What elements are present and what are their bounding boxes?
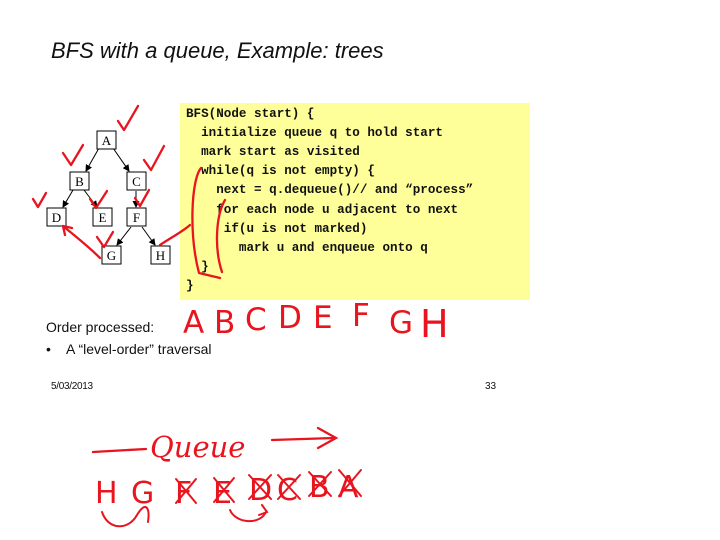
- code-line: initialize queue q to hold start: [186, 126, 443, 140]
- tree-node-box: [126, 207, 147, 227]
- cross-out-icon: [213, 477, 235, 503]
- check-mark-icon: [88, 189, 109, 210]
- order-letter: B: [214, 305, 237, 341]
- tree-node-box: [92, 207, 113, 227]
- code-line: }: [186, 260, 209, 274]
- check-mark-icon: [133, 188, 151, 208]
- order-letter: A: [183, 305, 206, 341]
- order-letter: H: [420, 302, 451, 346]
- slide-title: BFS with a queue, Example: trees: [51, 38, 384, 63]
- tree-node-label: E: [99, 210, 107, 225]
- queue-arrow-icon: [91, 426, 339, 454]
- tree-edge: [85, 147, 100, 172]
- code-line: while(q is not empty) {: [186, 164, 375, 178]
- tree-node-label: G: [107, 248, 116, 263]
- check-mark-icon: [61, 143, 85, 167]
- curved-arrow-icon: [61, 224, 102, 260]
- cross-out-icon: [277, 474, 301, 500]
- ink-bracket-icon: [191, 166, 222, 280]
- tree-node-box: [46, 207, 67, 227]
- order-letter: G: [389, 305, 415, 341]
- footer-page-number: 33: [485, 381, 497, 392]
- code-line: }: [186, 279, 194, 293]
- tree-node-label: B: [75, 174, 84, 189]
- tree-node-label: D: [52, 210, 61, 225]
- order-letter: E: [313, 300, 335, 336]
- check-mark-icon: [142, 144, 166, 172]
- tree-edge: [141, 226, 156, 246]
- bullet-text: A “level-order” traversal: [66, 341, 212, 357]
- cross-out-icon: [248, 474, 272, 500]
- ink-bracket-icon: [215, 198, 227, 274]
- queue-label: Queue: [150, 430, 245, 464]
- check-mark-icon: [31, 191, 48, 209]
- tree-node-label: A: [102, 133, 112, 148]
- tree-edge: [62, 189, 74, 208]
- tree-node-box: [126, 171, 147, 191]
- tree-node-box: [96, 130, 117, 150]
- code-line: BFS(Node start) {: [186, 107, 315, 121]
- tree-node-box: [69, 171, 90, 191]
- tree-node-label: C: [132, 174, 141, 189]
- queue-letter: H: [95, 476, 118, 511]
- cross-out-icon: [308, 471, 332, 497]
- tree-node-box: [101, 245, 122, 265]
- queue-letter: G: [131, 476, 154, 511]
- check-mark-icon: [116, 104, 140, 132]
- tree-edge: [116, 226, 132, 246]
- code-line: next = q.dequeue()// and “process”: [186, 183, 474, 197]
- loop-arrow-icon: [229, 504, 269, 523]
- bullet-item: • A “level-order” traversal: [46, 341, 212, 357]
- tree-node-label: F: [133, 210, 140, 225]
- order-letter: D: [278, 300, 304, 336]
- order-letter: C: [245, 302, 269, 338]
- check-mark-icon: [95, 230, 115, 249]
- code-box: BFS(Node start) { initialize queue q to …: [180, 103, 530, 300]
- tree-edge: [112, 147, 130, 172]
- code-line: mark start as visited: [186, 145, 360, 159]
- order-processed-label: Order processed:: [46, 319, 155, 335]
- cross-out-icon: [338, 469, 362, 497]
- bullet-dot-icon: •: [46, 341, 51, 357]
- code-line: mark u and enqueue onto q: [186, 241, 428, 255]
- cross-out-icon: [175, 478, 197, 504]
- code-line: for each node u adjacent to next: [186, 203, 459, 217]
- order-letter: F: [352, 298, 372, 334]
- tree-node-label: H: [156, 248, 165, 263]
- loop-arrow-icon: [101, 505, 150, 528]
- ink-arrow-icon: [158, 223, 192, 247]
- code-line: if(u is not marked): [186, 222, 368, 236]
- footer-date: 5/03/2013: [51, 381, 93, 392]
